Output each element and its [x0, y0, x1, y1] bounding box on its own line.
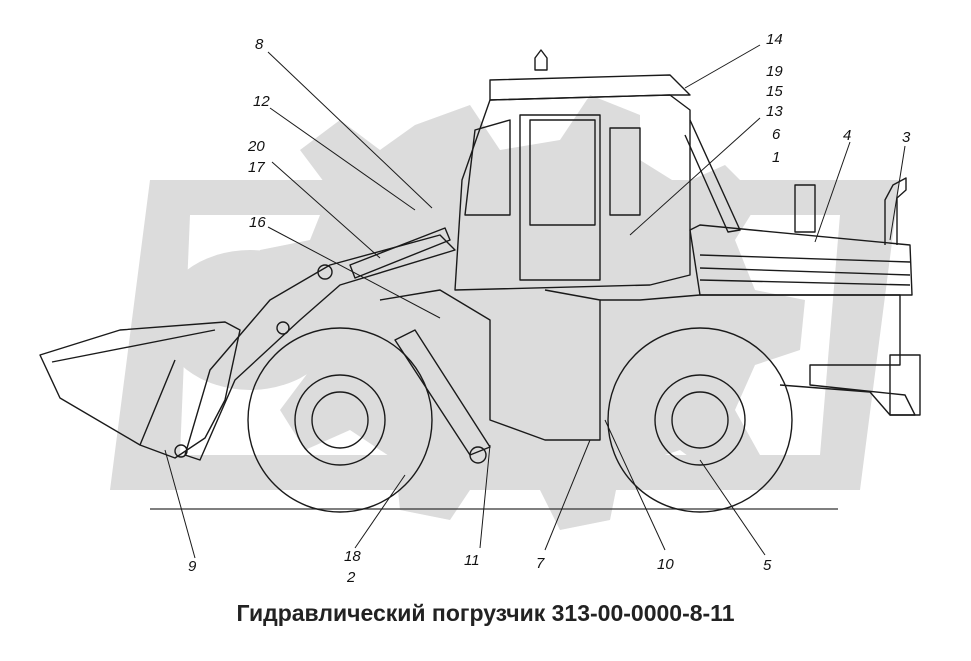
arm-pin [317, 264, 333, 280]
callout-12: 12 [253, 93, 270, 110]
hood-grille [699, 254, 911, 286]
lift-arm [184, 234, 456, 461]
callout-3: 3 [902, 129, 911, 146]
bucket-pin [174, 444, 188, 458]
callout-17: 17 [248, 159, 265, 176]
callout-8: 8 [255, 36, 264, 53]
side-window [609, 127, 641, 216]
counterweight [889, 354, 921, 416]
cab-door [519, 114, 601, 281]
engine-hood [689, 224, 913, 296]
front-frame [379, 289, 601, 441]
callout-4: 4 [843, 127, 852, 144]
callout-2: 2 [347, 569, 356, 586]
callout-9: 9 [188, 558, 197, 575]
air-cleaner [794, 184, 816, 233]
rear-rim [654, 374, 746, 466]
tilt-cylinder [349, 227, 451, 279]
callout-19: 19 [766, 63, 783, 80]
watermark-logo [110, 95, 900, 530]
callout-14: 14 [766, 31, 783, 48]
leader-lines [164, 44, 906, 559]
cab [454, 94, 691, 291]
callout-20: 20 [248, 138, 265, 155]
front-rim [294, 374, 386, 466]
callout-1: 1 [772, 149, 781, 166]
callout-6: 6 [772, 126, 781, 143]
link-pin [276, 321, 290, 335]
callout-16: 16 [249, 214, 266, 231]
callout-13: 13 [766, 103, 783, 120]
bucket [39, 321, 241, 459]
callout-15: 15 [766, 83, 783, 100]
beacon [534, 49, 548, 71]
bucket-inner [51, 329, 216, 446]
rear-wheel [607, 327, 793, 513]
cab-strut [684, 119, 741, 233]
cylinder-pin [469, 446, 487, 464]
rear-frame [600, 294, 916, 416]
front-wheel [247, 327, 433, 513]
cab-window [529, 119, 596, 226]
figure-caption: Гидравлический погрузчик 313-00-0000-8-1… [236, 600, 735, 626]
callout-10: 10 [657, 556, 674, 573]
front-window [464, 119, 511, 216]
callout-7: 7 [536, 555, 545, 572]
cab-roof [489, 74, 691, 101]
callout-11: 11 [464, 552, 480, 569]
callout-18: 18 [344, 548, 361, 565]
callout-5: 5 [763, 557, 772, 574]
